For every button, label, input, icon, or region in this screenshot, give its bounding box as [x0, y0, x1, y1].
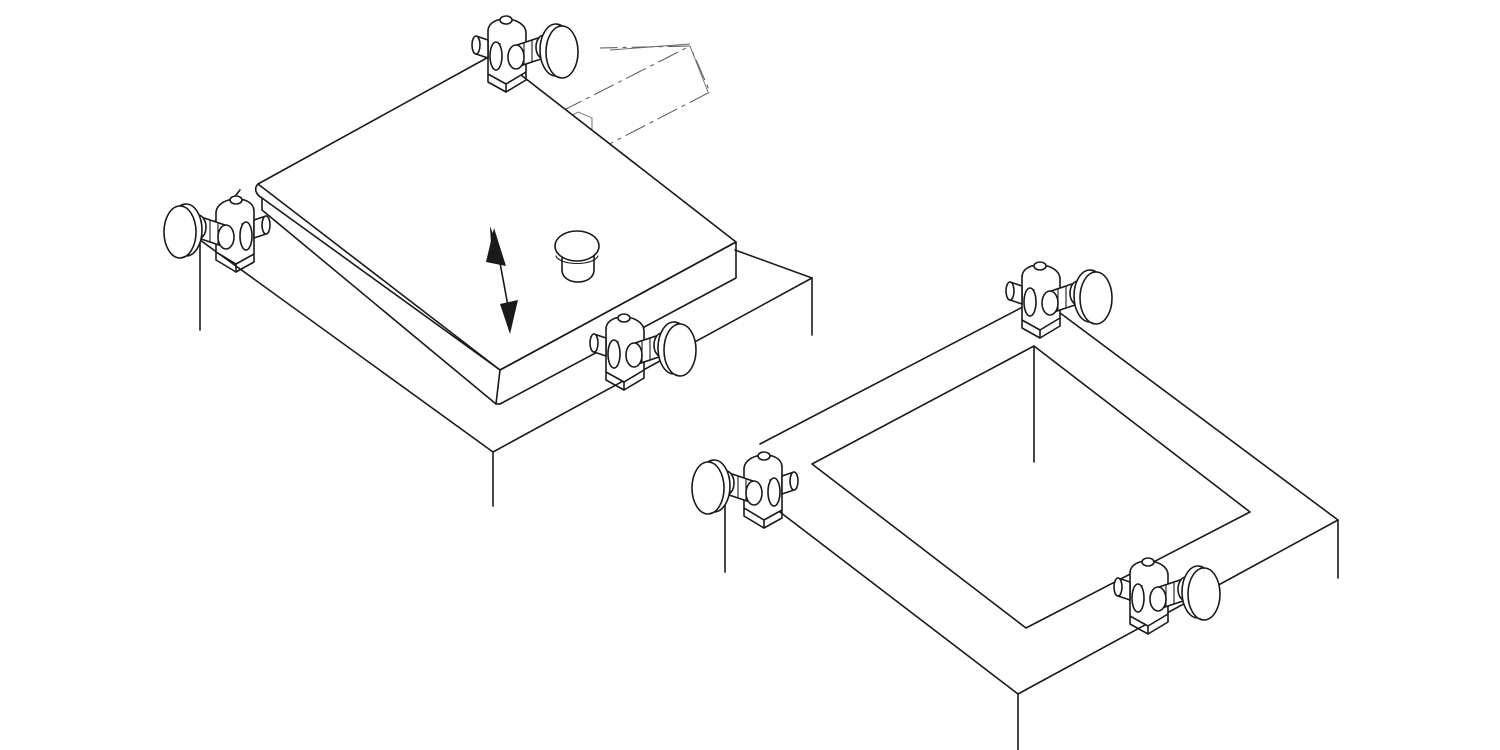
- indexing-plunger-icon: [589, 313, 697, 391]
- indexing-plunger-icon: [471, 15, 579, 93]
- indexing-plunger-icon: [163, 195, 271, 273]
- indexing-plunger-icon: [691, 451, 799, 529]
- indexing-plunger-icon: [1113, 557, 1221, 635]
- cover-plate: [254, 53, 737, 405]
- knob-icon: [554, 230, 600, 283]
- double-arrow-icon: [486, 226, 518, 334]
- plate-on-block-assembly: [163, 15, 813, 507]
- open-frame-assembly: [691, 261, 1339, 750]
- right-support-block: [724, 297, 1339, 750]
- square-opening: [811, 345, 1251, 629]
- indexing-plunger-icon: [1005, 261, 1113, 339]
